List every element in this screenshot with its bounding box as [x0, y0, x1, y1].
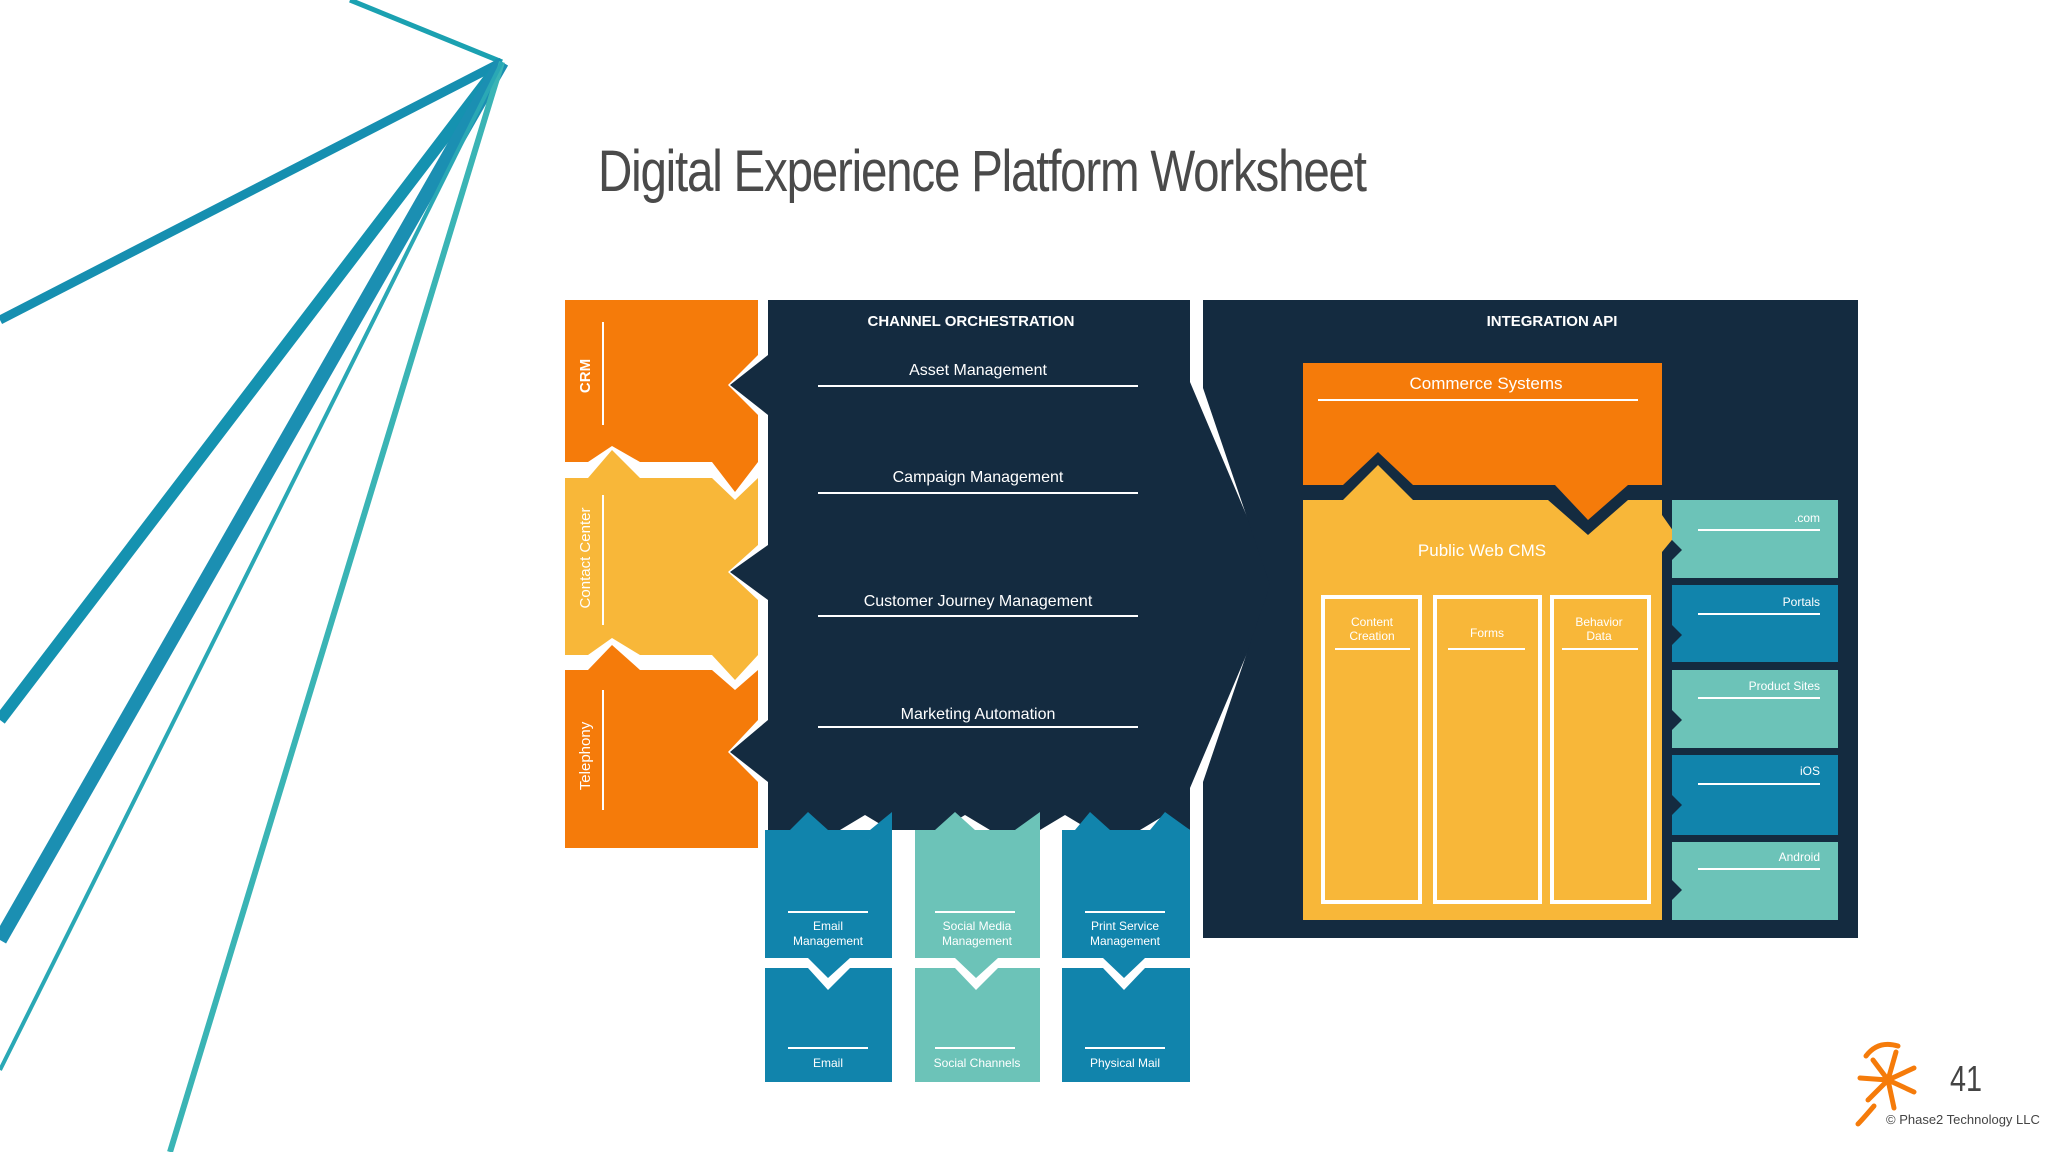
social-channels-label: Social Channels	[934, 1056, 1021, 1070]
print-service-management-label-1: Print Service	[1091, 919, 1159, 933]
cms-content-creation-2: Creation	[1349, 629, 1394, 643]
output-portals-block	[1672, 585, 1838, 662]
cms-forms: Forms	[1470, 626, 1504, 640]
contact-center-block	[565, 450, 758, 680]
output-ios-label: iOS	[1800, 764, 1820, 778]
integration-api-heading: INTEGRATION API	[1487, 313, 1618, 330]
output-com-block	[1672, 500, 1838, 578]
left-stack: CRM Contact Center Telephony	[565, 300, 758, 848]
physical-mail-block	[1062, 968, 1190, 1082]
crm-label: CRM	[577, 359, 594, 393]
print-service-management-label-2: Management	[1090, 934, 1161, 948]
email-label: Email	[813, 1056, 843, 1070]
email-management-block	[765, 812, 870, 978]
public-web-cms-block	[1303, 465, 1676, 920]
commerce-systems-label: Commerce Systems	[1409, 374, 1562, 393]
output-com-label: .com	[1794, 511, 1820, 525]
telephony-label: Telephony	[577, 721, 594, 790]
social-media-management-block	[915, 812, 1040, 978]
cms-behavior-data-2: Data	[1586, 629, 1612, 643]
bottom-columns: Email Management Email Social Media Mana…	[765, 812, 1190, 1082]
output-product-sites-block	[1672, 670, 1838, 748]
email-block	[765, 968, 892, 1082]
print-service-management-block	[1062, 812, 1190, 978]
email-management-label-1: Email	[813, 919, 843, 933]
contact-center-label: Contact Center	[577, 508, 594, 609]
channel-orchestration-panel	[730, 300, 1276, 830]
cms-column-content-creation	[1321, 595, 1422, 904]
commerce-systems-block	[1303, 363, 1662, 520]
co-item-journey: Customer Journey Management	[864, 593, 1093, 610]
copyright-text: © Phase2 Technology LLC	[1886, 1112, 2040, 1127]
output-product-sites-label: Product Sites	[1749, 679, 1820, 693]
social-media-management-label-1: Social Media	[943, 919, 1012, 933]
cms-behavior-data-1: Behavior	[1575, 615, 1622, 629]
physical-mail-label: Physical Mail	[1090, 1056, 1160, 1070]
channel-orchestration-heading: CHANNEL ORCHESTRATION	[868, 313, 1075, 330]
phase2-sun-logo-icon	[1855, 1041, 1917, 1127]
page-number: 41	[1950, 1058, 1983, 1099]
crm-block	[565, 300, 758, 492]
email-management-label-2: Management	[793, 934, 864, 948]
integration-api: INTEGRATION API Commerce Systems Public …	[1203, 300, 1858, 938]
cms-column-forms	[1433, 595, 1542, 904]
slide-title: Digital Experience Platform Worksheet	[598, 139, 1367, 204]
output-android-label: Android	[1779, 850, 1820, 864]
output-portals-label: Portals	[1783, 595, 1820, 609]
output-ios-block	[1672, 755, 1838, 835]
channel-orchestration: CHANNEL ORCHESTRATION Asset Management C…	[730, 300, 1276, 830]
telephony-block	[565, 645, 758, 848]
co-item-asset: Asset Management	[909, 362, 1047, 379]
social-channels-block	[915, 968, 1040, 1082]
public-web-cms-label: Public Web CMS	[1418, 541, 1546, 560]
co-item-marketing: Marketing Automation	[901, 706, 1056, 723]
cms-content-creation-1: Content	[1351, 615, 1394, 629]
output-android-block	[1672, 842, 1838, 920]
co-item-campaign: Campaign Management	[893, 469, 1064, 486]
cms-column-behavior-data	[1550, 595, 1651, 904]
social-media-management-label-2: Management	[942, 934, 1013, 948]
